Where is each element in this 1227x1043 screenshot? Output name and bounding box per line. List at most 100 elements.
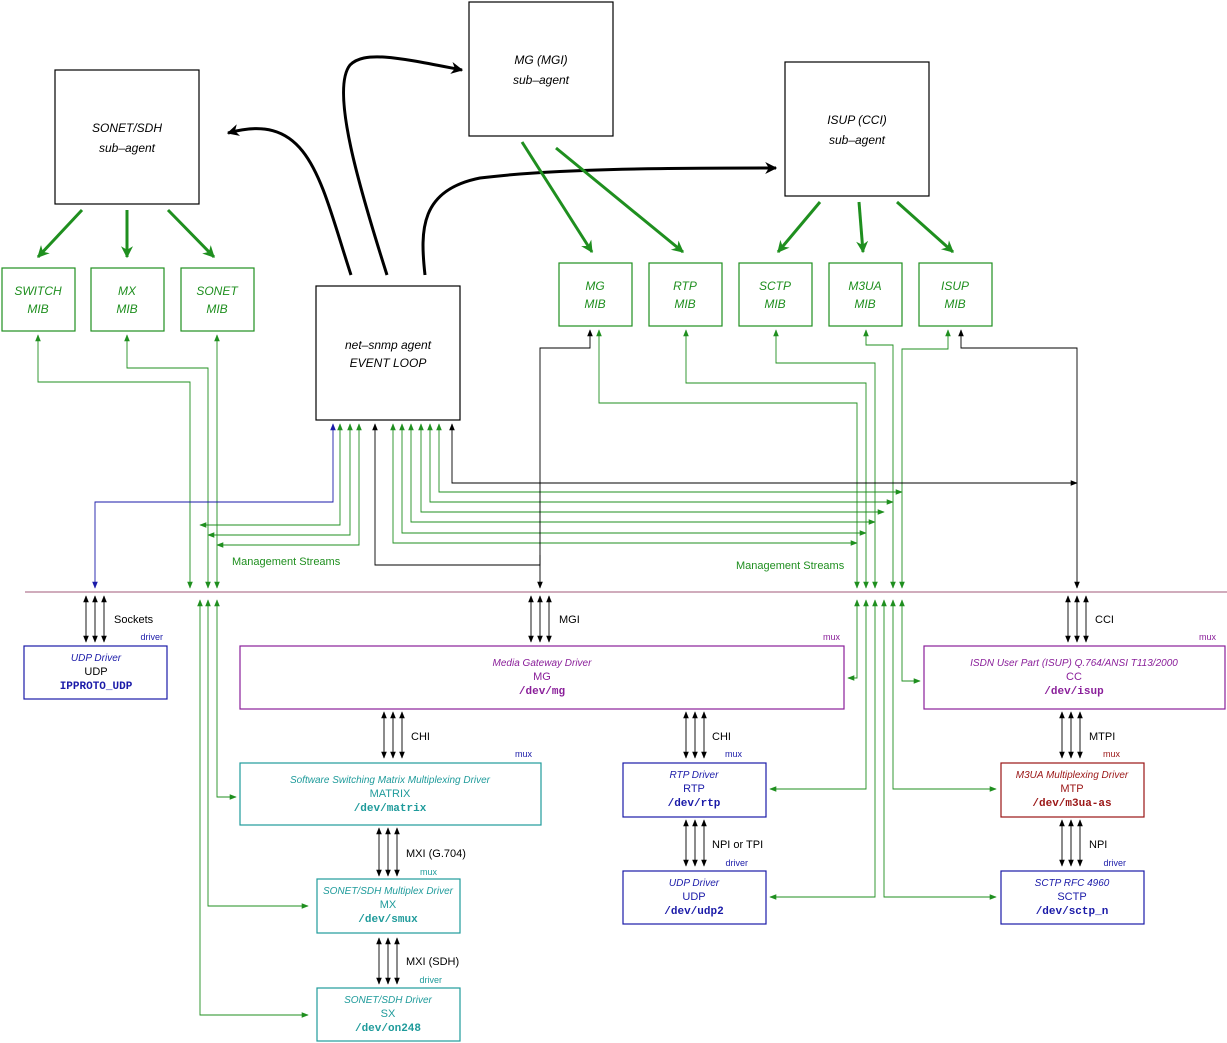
driver-tag: mux [725,749,743,759]
mg-subagent-line2: sub–agent [513,73,570,87]
driver-name: RTP [683,783,705,795]
netsnmp-line1: net–snmp agent [345,338,432,352]
mib-m3ua-line2: MIB [854,297,875,311]
mib-isup-line1: ISUP [941,279,969,293]
mib-sctp: SCTP MIB [738,262,813,327]
sonet-subagent-line1: SONET/SDH [92,121,162,135]
driver-device: /dev/on248 [355,1023,421,1035]
mib-rtp-line1: RTP [673,279,697,293]
chi-left-label: CHI [411,731,430,743]
netsnmp-line2: EVENT LOOP [350,356,427,370]
sockets-label: Sockets [114,614,154,626]
driver-title: Software Switching Matrix Multiplexing D… [290,775,491,786]
isup-subagent-line1: ISUP (CCI) [827,113,887,127]
driver-name: MX [380,899,397,911]
sonet-subagent-line2: sub–agent [99,141,156,155]
mib-switch-line1: SWITCH [14,284,62,298]
driver-device: IPPROTO_UDP [60,681,133,693]
mxi-sdh-label: MXI (SDH) [406,956,459,968]
mib-isup-line2: MIB [944,297,965,311]
driver-matrix: mux Software Switching Matrix Multiplexi… [239,749,542,826]
driver-tag: driver [419,975,442,985]
subagent-mib-arrows [36,141,954,259]
isup-subagent-line2: sub–agent [829,133,886,147]
mxi-g704-label: MXI (G.704) [406,848,466,860]
driver-isup-cc: mux ISDN User Part (ISUP) Q.764/ANSI T11… [923,632,1226,710]
driver-sctp: driver SCTP RFC 4960 SCTP /dev/sctp_n [1000,858,1145,925]
driver-title: SCTP RFC 4960 [1035,878,1110,889]
cci-label: CCI [1095,614,1114,626]
driver-title: ISDN User Part (ISUP) Q.764/ANSI T113/20… [970,658,1178,669]
mib-mx-line2: MIB [116,302,137,316]
driver-tag: mux [420,867,438,877]
driver-sonet-sx: driver SONET/SDH Driver SX /dev/on248 [316,975,461,1042]
driver-name: SCTP [1057,891,1086,903]
mib-rtp: RTP MIB [648,262,723,327]
driver-device: /dev/rtp [668,798,721,810]
driver-title: M3UA Multiplexing Driver [1016,770,1129,781]
control-routes [92,329,1080,589]
driver-tag: mux [1199,632,1217,642]
to-mg-subagent-arrow [342,55,464,276]
mgmt-streams-left-label: Management Streams [232,556,341,568]
driver-name: MATRIX [370,788,411,800]
mib-mg-line1: MG [585,279,604,293]
sonet-subagent-box: SONET/SDH sub–agent [54,69,200,205]
driver-name: SX [381,1008,396,1020]
mib-sonet-line1: SONET [196,284,239,298]
agent-connections [226,55,778,276]
chi-right-label: CHI [712,731,731,743]
driver-title: SONET/SDH Driver [344,995,432,1006]
driver-device: /dev/m3ua-as [1032,798,1111,810]
mib-m3ua: M3UA MIB [828,262,903,327]
mib-rtp-line2: MIB [674,297,695,311]
driver-udp2: driver UDP Driver UDP /dev/udp2 [622,858,767,925]
connection-labels: Management Streams Management Streams So… [114,556,1115,968]
driver-tag: mux [1103,749,1121,759]
driver-title: Media Gateway Driver [493,658,593,669]
mib-switch-line2: MIB [27,302,48,316]
driver-media-gateway: mux Media Gateway Driver MG /dev/mg [239,632,845,710]
driver-device: /dev/isup [1044,686,1104,698]
mg-subagent-box: MG (MGI) sub–agent [468,1,614,137]
mib-mg-line2: MIB [584,297,605,311]
driver-name: CC [1066,671,1082,683]
npi-label: NPI [1089,839,1107,851]
management-routes [35,329,997,1018]
mib-switch: SWITCH MIB [1,267,76,332]
mib-sctp-line1: SCTP [759,279,791,293]
driver-device: /dev/mg [519,686,565,698]
mib-mx-line1: MX [118,284,137,298]
driver-tag: driver [140,632,163,642]
driver-tag: mux [823,632,841,642]
driver-rtp: mux RTP Driver RTP /dev/rtp [622,749,767,818]
driver-m3ua: mux M3UA Multiplexing Driver MTP /dev/m3… [1000,749,1145,818]
mib-mg: MG MIB [558,262,633,327]
mg-subagent-line1: MG (MGI) [514,53,567,67]
driver-device: /dev/smux [358,914,418,926]
mtpi-label: MTPI [1089,731,1115,743]
driver-sonet-mux: mux SONET/SDH Multiplex Driver MX /dev/s… [316,867,461,934]
mib-mx: MX MIB [90,267,165,332]
mib-m3ua-line1: M3UA [848,279,881,293]
to-sonet-subagent-arrow [226,124,353,276]
driver-title: RTP Driver [670,770,720,781]
mib-sonet: SONET MIB [180,267,255,332]
mib-sonet-line2: MIB [206,302,227,316]
stream-arrows [83,595,1089,985]
driver-name: MTP [1060,783,1083,795]
driver-udp-sockets: driver UDP Driver UDP IPPROTO_UDP [23,632,168,700]
driver-name: MG [533,671,551,683]
driver-device: /dev/udp2 [664,906,723,918]
isup-subagent-box: ISUP (CCI) sub–agent [784,61,930,197]
driver-name: UDP [84,666,107,678]
mgi-label: MGI [559,614,580,626]
driver-tag: mux [515,749,533,759]
driver-title: UDP Driver [669,878,720,889]
driver-device: /dev/matrix [354,803,427,815]
netsnmp-agent-box: net–snmp agent EVENT LOOP [315,285,461,421]
driver-tag: driver [1103,858,1126,868]
to-isup-subagent-arrow [421,162,778,276]
npi-or-tpi-label: NPI or TPI [712,839,763,851]
